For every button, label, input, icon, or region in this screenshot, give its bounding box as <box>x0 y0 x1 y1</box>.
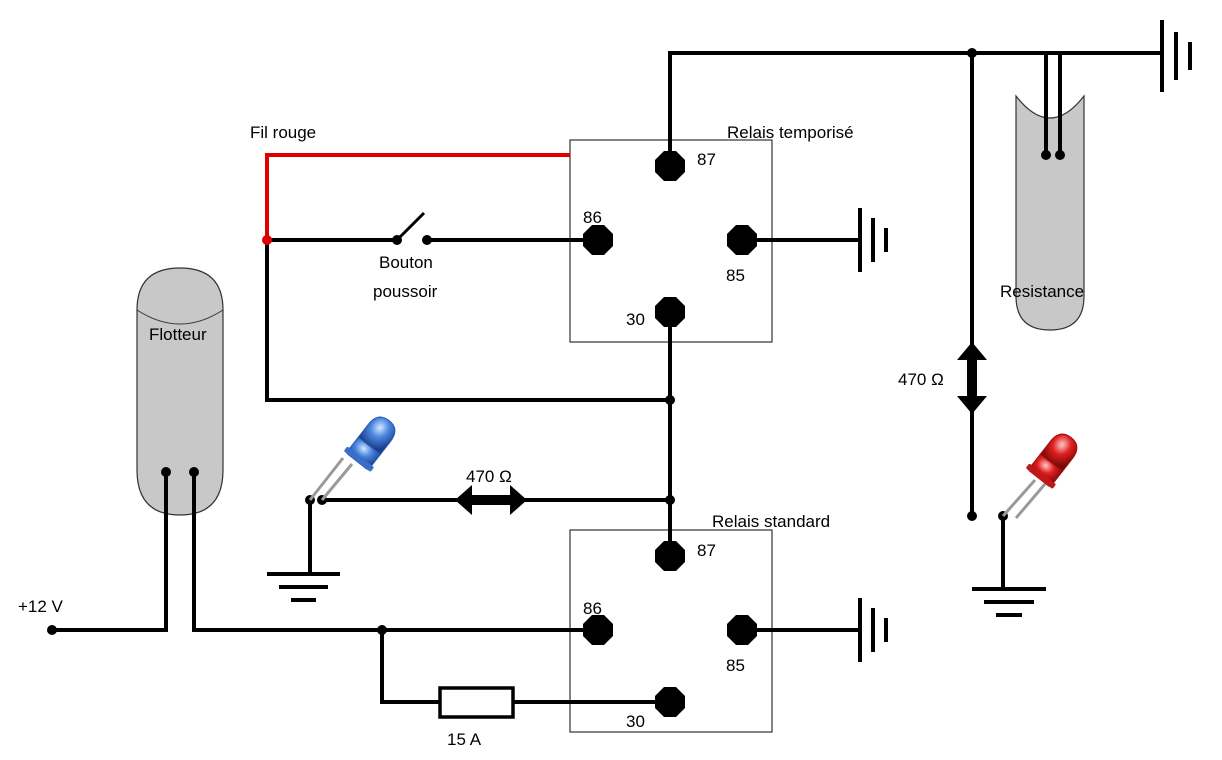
resistor-left-label: 470 Ω <box>466 467 512 486</box>
resistor-top-label: 470 Ω <box>898 370 944 389</box>
pin-85-bottom-label: 85 <box>726 656 745 675</box>
pin-86-bottom-label: 86 <box>583 599 602 618</box>
pin-30-bottom <box>655 687 685 717</box>
resistance-label: Resistance <box>1000 282 1084 301</box>
bouton-label-line1: Bouton <box>379 253 433 272</box>
resistor-470-vertical <box>957 342 987 414</box>
pin-87-bottom <box>655 541 685 571</box>
ground-symbol-blue-led <box>267 572 340 602</box>
relay-bottom-pins <box>583 541 757 717</box>
pin-86-top <box>583 225 613 255</box>
red-led <box>1001 433 1078 519</box>
fuse-15a <box>438 686 515 719</box>
pin-30-bottom-label: 30 <box>626 712 645 731</box>
flotteur-tube <box>136 267 224 516</box>
relay-top-pins <box>583 151 757 327</box>
pin-85-top-label: 85 <box>726 266 745 285</box>
ground-symbol-relay-top <box>858 208 888 272</box>
fil-rouge-label: Fil rouge <box>250 123 316 142</box>
pin-86-top-label: 86 <box>583 208 602 227</box>
pin-85-bottom <box>727 615 757 645</box>
resistor-470-horizontal <box>455 485 527 515</box>
pin-85-top <box>727 225 757 255</box>
pin-30-top-label: 30 <box>626 310 645 329</box>
ground-symbol-relay-bottom <box>858 598 888 662</box>
supply-label: +12 V <box>18 597 64 616</box>
pin-87-top <box>655 151 685 181</box>
bouton-label-line2: poussoir <box>373 282 438 301</box>
pin-30-top <box>655 297 685 327</box>
ground-symbol-top-right <box>1160 20 1192 92</box>
pin-87-bottom-label: 87 <box>697 541 716 560</box>
ground-symbol-red-led <box>972 587 1046 617</box>
relais-temporise-label: Relais temporisé <box>727 123 854 142</box>
fuse-label: 15 A <box>447 730 482 749</box>
pin-87-top-label: 87 <box>697 150 716 169</box>
push-button-switch <box>392 211 432 245</box>
flotteur-label: Flotteur <box>149 325 207 344</box>
relais-standard-label: Relais standard <box>712 512 830 531</box>
pin-86-bottom <box>583 615 613 645</box>
blue-led <box>308 416 396 501</box>
